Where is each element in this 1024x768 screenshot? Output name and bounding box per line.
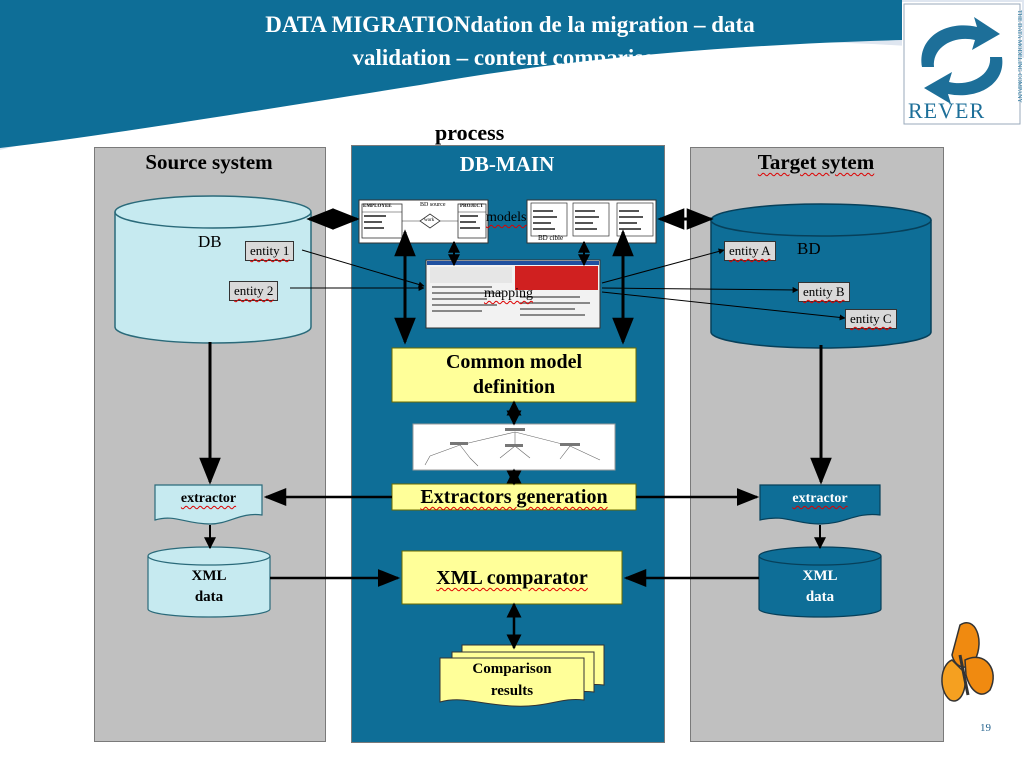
source-extractor-text: extractor bbox=[180, 491, 237, 506]
target-entity-b: entity B bbox=[798, 282, 850, 302]
thumb-right-title: BD cible bbox=[538, 234, 564, 242]
target-entity-a-text: entity A bbox=[729, 243, 771, 258]
common-model-line-1: Common model bbox=[445, 351, 583, 373]
source-entity-2: entity 2 bbox=[229, 281, 279, 301]
source-entity-2-text: entity 2 bbox=[234, 283, 274, 298]
mapping-thumbnail bbox=[425, 259, 601, 329]
source-extractor-label: extractor bbox=[155, 491, 262, 507]
target-entity-c: entity C bbox=[845, 309, 897, 329]
source-xml-label: XML data bbox=[148, 566, 270, 608]
target-entity-b-text: entity B bbox=[803, 284, 845, 299]
comparison-results-line-1: Comparison bbox=[472, 661, 552, 677]
common-model-box bbox=[391, 347, 637, 403]
target-xml-line-2: data bbox=[805, 589, 835, 605]
logo-tagline: THE DATA MODELING COMPANY bbox=[1016, 10, 1022, 103]
comparison-results-label: Comparison results bbox=[440, 658, 584, 702]
db-main-title: DB-MAIN bbox=[459, 152, 555, 176]
target-extractor-text: extractor bbox=[792, 491, 848, 506]
thumb-left-table-2: PROJECT bbox=[460, 204, 484, 209]
thumb-left-table-1: EMPLOYEE bbox=[363, 204, 392, 209]
title-line-1: DATA MIGRATIONdation de la migration – d… bbox=[265, 12, 755, 37]
logo-text: REVER bbox=[908, 98, 986, 123]
models-label: models bbox=[486, 210, 526, 226]
comparison-results-docs bbox=[439, 644, 605, 707]
target-xml-label: XML data bbox=[759, 566, 881, 608]
target-model-thumbnail bbox=[526, 199, 657, 244]
target-entity-a: entity A bbox=[724, 241, 776, 261]
target-entity-c-text: entity C bbox=[850, 311, 892, 326]
mapping-label-text: mapping bbox=[484, 286, 533, 301]
thumb-left-title: BD source bbox=[420, 202, 446, 208]
xml-comparator-text: XML comparator bbox=[436, 567, 588, 589]
xml-comparator-box bbox=[401, 550, 623, 605]
source-db-label: DB bbox=[198, 232, 222, 251]
target-system-title-text: Target sytem bbox=[757, 150, 875, 174]
target-system-title: Target sytem bbox=[690, 150, 942, 175]
process-label: process bbox=[435, 120, 505, 145]
source-model-thumbnail bbox=[358, 199, 489, 244]
source-db-cylinder bbox=[114, 195, 312, 344]
rever-logo: REVER THE DATA MODELING COMPANY bbox=[902, 2, 1022, 126]
extractors-generation-text: Extractors generation bbox=[420, 486, 608, 508]
target-db-cylinder bbox=[710, 203, 932, 349]
target-extractor-shape bbox=[759, 484, 881, 525]
source-xml-cylinder bbox=[147, 546, 271, 618]
page-number: 19 bbox=[980, 722, 991, 734]
source-xml-line-1: XML bbox=[191, 568, 227, 584]
models-label-text: models bbox=[486, 210, 527, 225]
target-extractor-label: extractor bbox=[760, 491, 880, 507]
common-model-line-2: definition bbox=[472, 376, 556, 398]
butterfly-decoration bbox=[941, 622, 994, 702]
source-entity-1: entity 1 bbox=[245, 241, 295, 261]
source-entity-1-text: entity 1 bbox=[250, 243, 290, 258]
xml-comparator-label: XML comparator bbox=[402, 565, 622, 591]
slide-title: DATA MIGRATIONdation de la migration – d… bbox=[150, 8, 870, 74]
common-model-label: Common model definition bbox=[392, 350, 636, 400]
mapping-label: mapping bbox=[484, 286, 533, 302]
thumb-left-relationship: work bbox=[424, 218, 435, 223]
source-system-title: Source system bbox=[145, 150, 273, 174]
header-band bbox=[0, 0, 1024, 150]
extractors-generation-label: Extractors generation bbox=[392, 485, 636, 509]
target-xml-cylinder bbox=[758, 546, 882, 618]
source-extractor-shape bbox=[154, 484, 263, 525]
target-db-label: BD bbox=[797, 239, 821, 258]
title-line-2: validation – content comparison bbox=[352, 45, 668, 70]
target-xml-line-1: XML bbox=[802, 568, 838, 584]
tree-thumbnail bbox=[412, 423, 616, 471]
comparison-results-line-2: results bbox=[490, 683, 534, 699]
source-xml-line-2: data bbox=[194, 589, 224, 605]
